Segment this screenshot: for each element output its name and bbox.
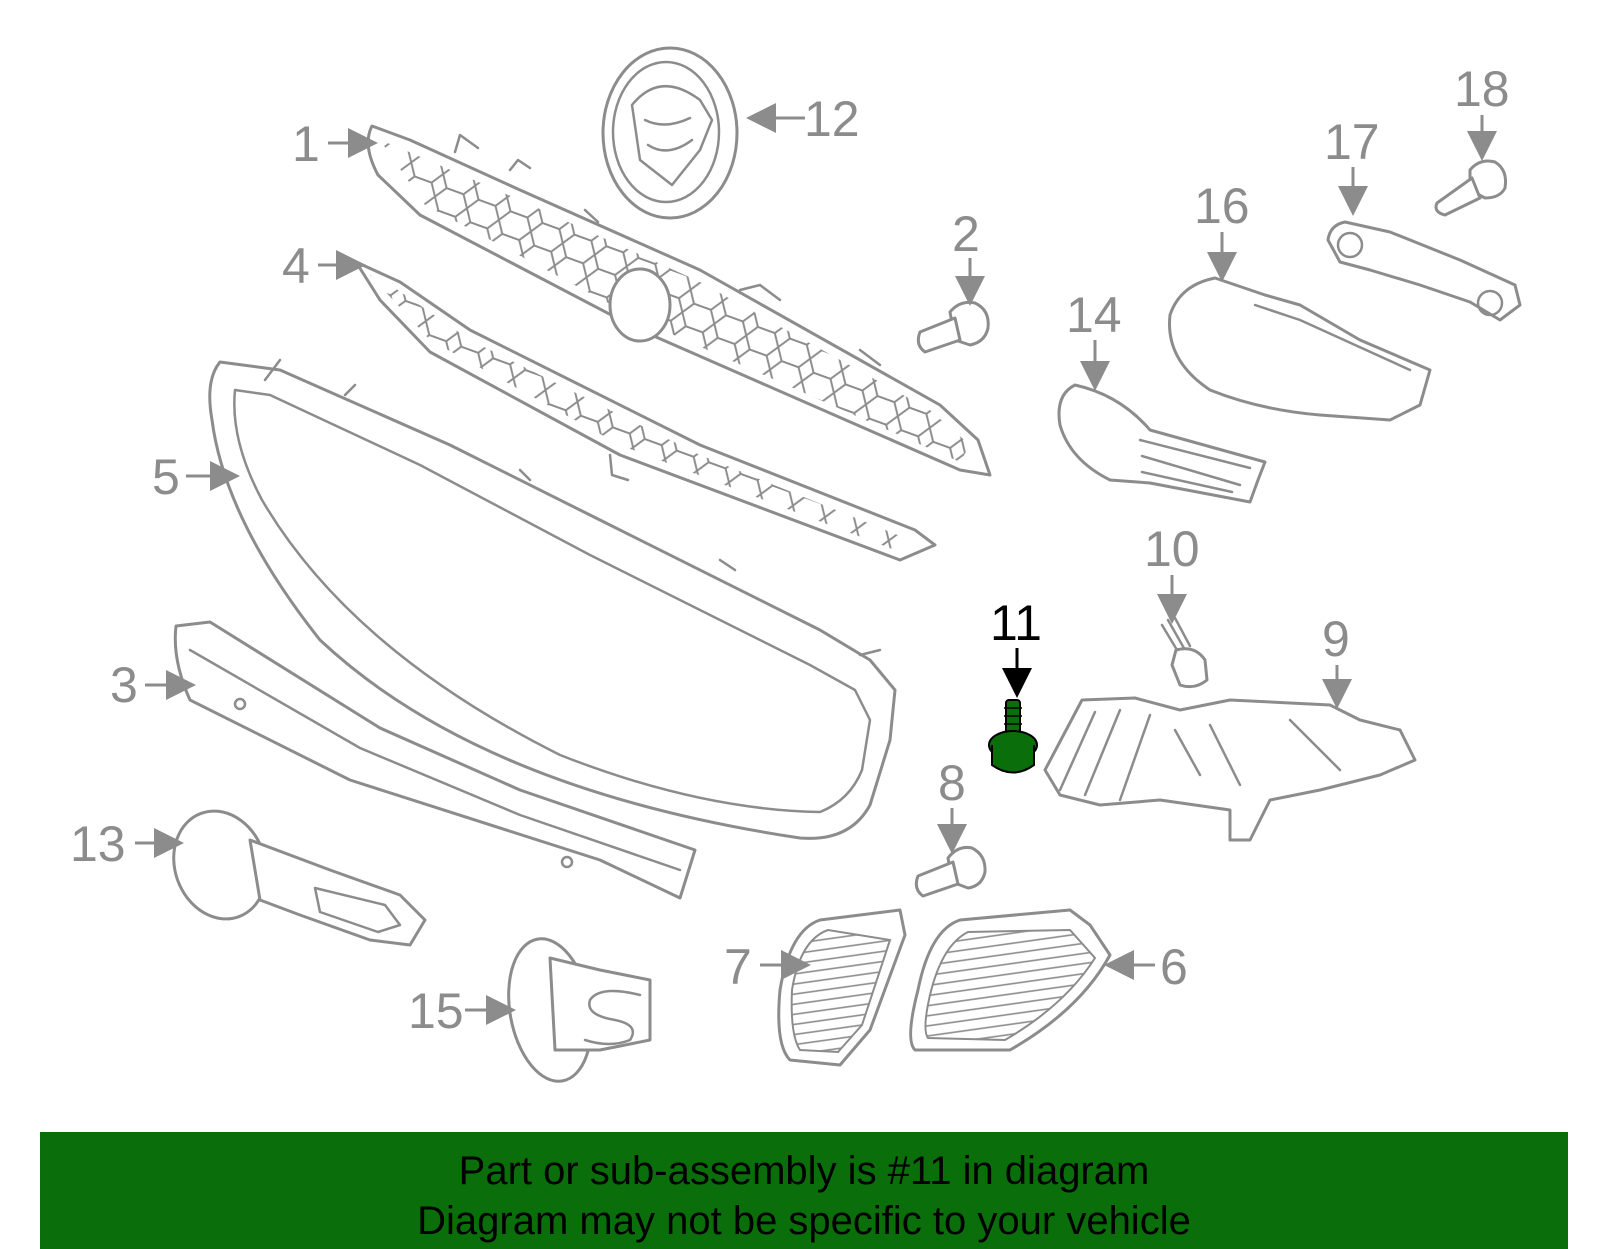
part-18-screw — [1434, 159, 1507, 217]
part-7-side-vent-grille — [777, 908, 907, 1067]
callout-18[interactable]: 18 — [1454, 61, 1510, 117]
callout-10[interactable]: 10 — [1144, 521, 1200, 577]
callout-1[interactable]: 1 — [292, 116, 320, 172]
callout-15[interactable]: 15 — [408, 983, 464, 1039]
part-4-lower-grille — [354, 260, 937, 562]
callout-4[interactable]: 4 — [282, 238, 310, 294]
callout-5[interactable]: 5 — [152, 449, 180, 505]
callout-16[interactable]: 16 — [1194, 178, 1250, 234]
part-6-side-vent-grille — [909, 908, 1112, 1052]
banner-line-disclaimer: Diagram may not be specific to your vehi… — [417, 1199, 1191, 1243]
part-1-upper-grille — [366, 124, 992, 477]
part-17-bracket — [1326, 220, 1522, 322]
callout-7[interactable]: 7 — [724, 939, 752, 995]
callout-17[interactable]: 17 — [1324, 114, 1380, 170]
part-14-badge-bracket — [1057, 383, 1267, 504]
part-5-grille-bezel — [208, 358, 897, 840]
part-2-screw — [916, 300, 990, 354]
callout-13[interactable]: 13 — [70, 816, 126, 872]
parts-diagram: 1 2 3 4 5 6 7 8 9 10 11 12 13 14 15 16 1… — [70, 46, 1522, 1083]
callout-8[interactable]: 8 — [938, 755, 966, 811]
callout-3[interactable]: 3 — [110, 657, 138, 713]
callout-2[interactable]: 2 — [952, 206, 980, 262]
part-15-s-badge — [507, 937, 652, 1083]
part-10-bolt — [1160, 616, 1209, 689]
part-16-housing — [1168, 276, 1432, 422]
info-banner: Part or sub-assembly is #11 in diagram D… — [40, 1132, 1568, 1249]
part-9-bracket — [1043, 696, 1417, 842]
callout-11[interactable]: 11 — [990, 595, 1042, 651]
part-12-badge — [601, 46, 739, 220]
callout-9[interactable]: 9 — [1322, 611, 1350, 667]
callout-12[interactable]: 12 — [804, 91, 860, 147]
banner-line-part-number: Part or sub-assembly is #11 in diagram — [458, 1149, 1150, 1193]
callout-6[interactable]: 6 — [1160, 939, 1188, 995]
part-13-badge-bracket — [172, 809, 427, 947]
part-8-screw — [914, 846, 987, 898]
callout-14[interactable]: 14 — [1066, 287, 1122, 343]
part-11-bolt-highlighted — [988, 699, 1038, 774]
